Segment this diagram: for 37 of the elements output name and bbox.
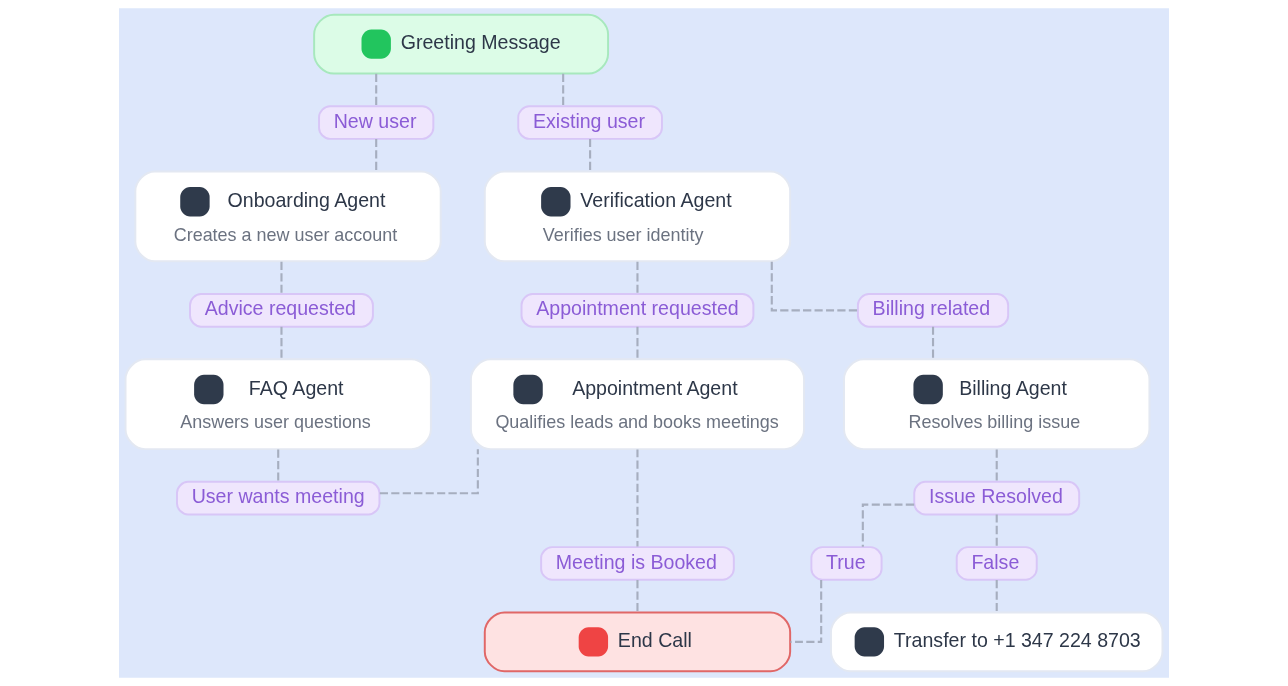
connector [636, 326, 639, 359]
connector [636, 449, 639, 547]
node-box: Billing Agent Resolves billing issue [843, 358, 1151, 451]
connector [995, 580, 998, 613]
node-box: Greeting Message [313, 13, 610, 75]
connector [790, 580, 823, 643]
connector [932, 326, 935, 359]
connector [379, 449, 479, 495]
node-box: Transfer to +1 347 224 8703 [830, 611, 1164, 673]
connector [589, 138, 592, 172]
node-box: Existing user [517, 105, 663, 140]
connector [861, 503, 915, 547]
node-box: Verification Agent Verifies user identity [483, 170, 792, 263]
connector [277, 449, 280, 482]
connector [995, 514, 998, 547]
node-box: Appointment requested [520, 293, 755, 328]
connector [636, 261, 639, 294]
node-box: False [955, 546, 1038, 581]
connector [375, 73, 378, 107]
connector [280, 261, 283, 294]
connector [770, 261, 858, 312]
node-box: Advice requested [189, 293, 374, 328]
node-box: End Call [483, 611, 792, 673]
node-box: Appointment Agent Qualifies leads and books meetings [469, 358, 805, 451]
node-box: Onboarding Agent Creates a new user account [134, 170, 442, 263]
node-box: FAQ Agent Answers user questions [124, 358, 432, 451]
connector [280, 326, 283, 359]
node-box: True [810, 546, 883, 581]
node-box: Meeting is Booked [540, 546, 735, 581]
connector [995, 449, 998, 482]
connector [562, 73, 565, 107]
node-box: Billing related [856, 293, 1010, 328]
node-box: New user [318, 105, 435, 140]
node-box: Issue Resolved [913, 480, 1081, 516]
connector [636, 580, 639, 613]
connector [375, 138, 378, 172]
node-box: User wants meeting [176, 480, 381, 516]
